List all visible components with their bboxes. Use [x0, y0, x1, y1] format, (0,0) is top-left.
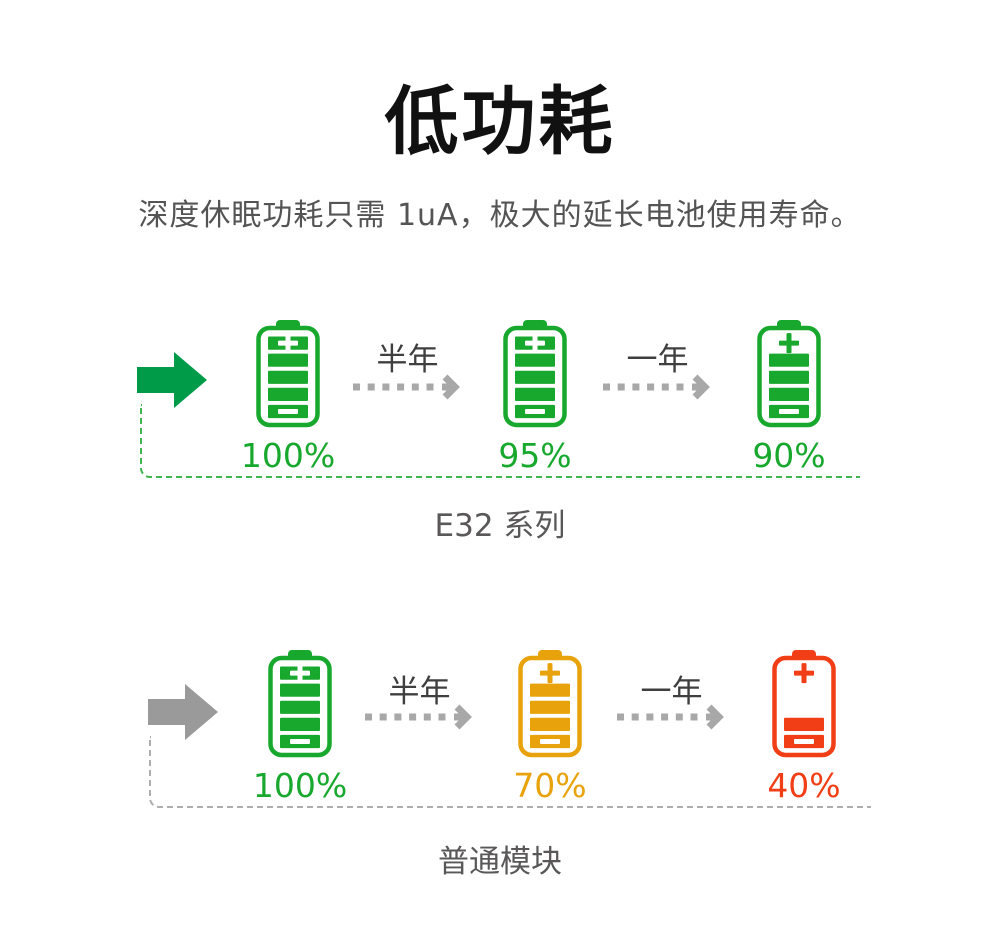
interval-label: 半年	[388, 674, 451, 710]
battery-icon	[503, 320, 567, 428]
battery-percent-label: 100%	[252, 766, 348, 805]
battery-group: 95%	[498, 320, 572, 475]
battery-icon	[757, 320, 821, 428]
battery-group: 90%	[752, 320, 826, 475]
battery-percent-label: 100%	[240, 436, 336, 475]
interval-label: 半年	[376, 342, 439, 378]
battery-percent-label: 70%	[513, 766, 587, 805]
battery-group: 100%	[241, 320, 335, 475]
dashed-arrow-icon	[353, 374, 460, 400]
dashed-arrow-icon	[617, 704, 724, 730]
page-title: 低功耗	[384, 79, 616, 165]
battery-percent-label: 40%	[767, 766, 841, 805]
battery-icon	[268, 650, 332, 758]
battery-percent-label: 95%	[498, 436, 572, 475]
dashed-arrow-icon	[603, 374, 710, 400]
battery-percent-label: 90%	[752, 436, 826, 475]
interval-label: 一年	[640, 674, 703, 710]
interval-label: 一年	[626, 342, 689, 378]
dashed-arrow-icon	[365, 704, 472, 730]
battery-group: 100%	[253, 650, 347, 805]
solid-arrow-icon	[148, 684, 218, 740]
battery-icon	[772, 650, 836, 758]
battery-icon	[256, 320, 320, 428]
page-subtitle: 深度休眠功耗只需 1uA，极大的延长电池使用寿命。	[138, 198, 862, 233]
battery-group: 40%	[767, 650, 841, 805]
battery-icon	[518, 650, 582, 758]
dashed-connector-line	[149, 736, 871, 808]
battery-group: 70%	[513, 650, 587, 805]
solid-arrow-icon	[137, 352, 207, 408]
row-caption-e32: E32 系列	[434, 508, 566, 544]
row-caption-ordinary: 普通模块	[438, 844, 562, 880]
dashed-connector-line	[140, 404, 860, 478]
